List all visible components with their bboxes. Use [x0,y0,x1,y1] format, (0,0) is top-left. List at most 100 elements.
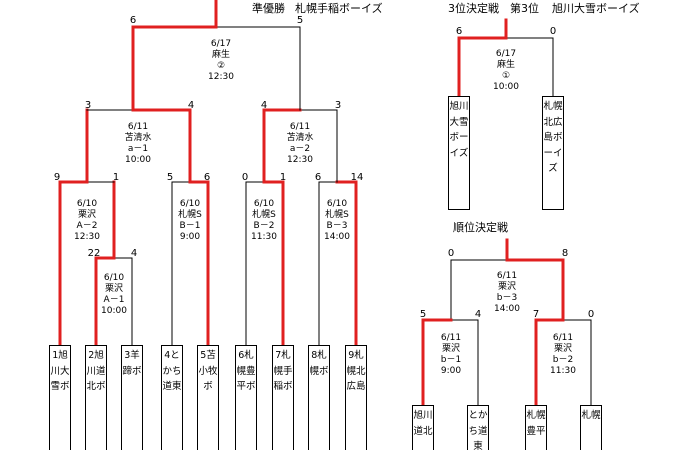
match-info-m5-2: B－3 [327,221,348,231]
score-third-1: 0 [550,26,556,37]
score-m8-0: 6 [130,15,136,26]
runner-up-label: 準優勝 [252,1,285,15]
rank-box-1-label: 旭川道北 [413,410,433,437]
score-rank-top-1: 8 [562,248,568,259]
team-box-4: 4とかち道東 [161,345,183,450]
team-box-7-label: 7札幌手稲ボ [273,350,293,392]
match-info-rank1-3: 9:00 [441,366,461,376]
rank-box-2: とかち道東 [467,405,489,450]
team-box-1: 1旭川大雪ボ [49,345,71,450]
match-info-m7-0: 6/11 [290,122,310,132]
match-info-m1-1: 栗沢 [78,208,96,220]
score-m6-0: 3 [85,100,91,111]
match-info-m4-1: 札幌S [252,208,276,220]
score-m3-1: 6 [204,172,210,183]
score-m8-1: 5 [297,15,303,26]
team-box-9-label: 9札幌北広島 [346,350,366,392]
match-info-third-1: 麻生 [497,58,515,70]
team-box-7: 7札幌手稲ボ [272,345,294,450]
match-info-rank1-2: b－1 [441,355,461,365]
score-m2-1: 4 [131,248,137,259]
match-info-m5-1: 札幌S [325,208,349,220]
third-box-1-label: 旭川大雪ボーイズ [449,101,469,159]
match-info-third-2: ① [502,71,510,81]
match-info-rank_top-3: 14:00 [494,304,520,314]
score-m5-1: 14 [351,172,364,183]
score-m6-1: 4 [188,100,194,111]
match-info-m3-2: B－1 [180,221,201,231]
third-place-match-title: 3位決定戦 [448,1,499,15]
rank-box-3-label: 札幌豊平 [526,410,546,437]
rank-box-2-label: とかち道東 [468,410,488,450]
team-box-6: 6札幌豊平ボ [235,345,257,450]
team-box-5: 5苫小牧ボ [197,345,219,450]
team-box-1-label: 1旭川大雪ボ [50,350,70,392]
score-rank-top-0: 0 [448,248,454,259]
match-info-rank_top-0: 6/11 [497,271,517,281]
match-info-rank2-0: 6/11 [553,333,573,343]
score-rank2-0: 7 [533,309,539,320]
score-m1-0: 9 [54,172,60,183]
score-third-0: 6 [456,26,462,37]
match-info-m5-3: 14:00 [324,232,350,242]
score-m4-1: 1 [280,172,286,183]
rank-box-3: 札幌豊平 [525,405,547,450]
match-info-m8-3: 12:30 [208,72,234,82]
team-box-9: 9札幌北広島 [345,345,367,450]
score-m5-0: 6 [315,172,321,183]
score-m3-0: 5 [167,172,173,183]
match-info-m8-1: 麻生 [212,48,230,60]
match-info-m3-0: 6/10 [180,199,200,209]
match-info-m1-0: 6/10 [77,199,97,209]
match-info-third-0: 6/17 [496,49,516,59]
match-info-m3-1: 札幌S [178,208,202,220]
rank-box-4-label: 札幌 [581,410,601,421]
match-info-m6-1: 苫清水 [124,131,151,143]
team-box-6-label: 6札幌豊平ボ [236,350,256,392]
match-info-m1-2: A－2 [77,221,98,231]
team-box-2-label: 2旭川道北ボ [86,350,106,392]
match-info-m6-3: 10:00 [125,155,151,165]
match-info-m1-3: 12:30 [74,232,100,242]
team-box-2: 2旭川道北ボ [85,345,107,450]
match-info-m6-2: a－1 [128,144,148,154]
match-info-m2-0: 6/10 [104,273,124,283]
match-info-m6-0: 6/11 [128,122,148,132]
team-box-4-label: 4とかち道東 [162,350,182,392]
third-box-2: 札幌北広島ボーイズ [542,96,564,210]
match-info-rank2-1: 栗沢 [554,342,572,354]
third-place-team: 旭川大雪ボーイズ [552,1,640,15]
score-m7-0: 4 [261,100,267,111]
ranking-match-title: 順位決定戦 [453,220,508,234]
match-info-m3-3: 9:00 [180,232,200,242]
match-info-m7-2: a－2 [290,144,310,154]
match-info-rank1-1: 栗沢 [442,342,460,354]
third-box-1: 旭川大雪ボーイズ [448,96,470,210]
rank-box-1: 旭川道北 [412,405,434,450]
match-info-m7-1: 苫清水 [286,131,313,143]
team-box-5-label: 5苫小牧ボ [198,350,218,392]
team-box-8: 8札幌ボ [308,345,330,450]
score-m7-1: 3 [335,100,341,111]
match-info-rank2-3: 11:30 [550,366,576,376]
match-info-m4-2: B－2 [254,221,275,231]
rank-box-4: 札幌 [580,405,602,450]
match-info-m2-3: 10:00 [101,306,127,316]
match-info-rank1-0: 6/11 [441,333,461,343]
score-m1-1: 1 [113,172,119,183]
match-info-m5-0: 6/10 [327,199,347,209]
score-rank1-1: 4 [475,309,481,320]
runner-up-team: 札幌手稲ボーイズ [295,1,383,15]
match-info-rank_top-1: 栗沢 [498,280,516,292]
match-info-m8-0: 6/17 [211,39,231,49]
bracket-lines [58,0,592,407]
score-m4-0: 0 [242,172,248,183]
match-info-m2-1: 栗沢 [105,282,123,294]
team-box-3-label: 3羊蹄ボ [122,350,142,377]
match-info-rank2-2: b－2 [553,355,573,365]
third-place-label: 第3位 [510,1,539,15]
match-info-m2-2: A－1 [104,295,125,305]
